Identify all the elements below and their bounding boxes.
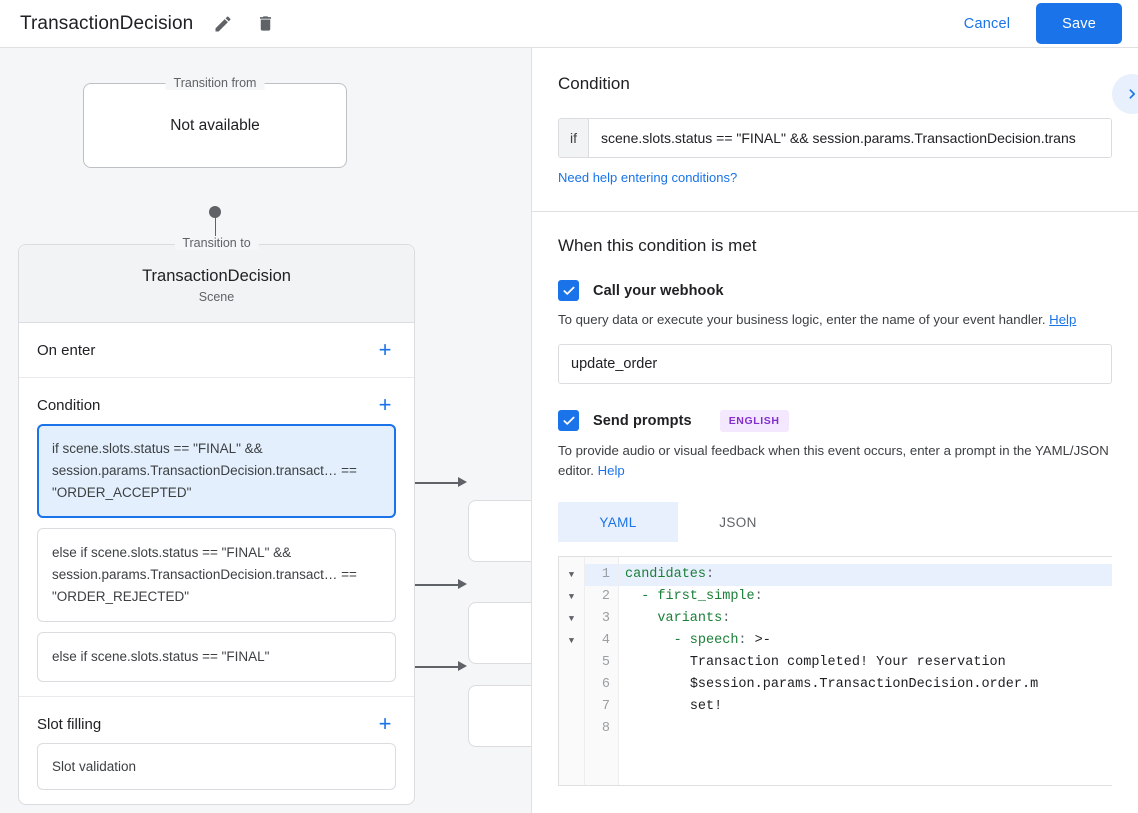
- fold-toggle-icon[interactable]: ▼: [568, 614, 575, 625]
- transition-from-box: Transition from Not available: [83, 76, 347, 168]
- prompts-help-link[interactable]: Help: [597, 462, 625, 478]
- prompts-helper-body: To provide audio or visual feedback when…: [558, 442, 1109, 478]
- editor-line-number: 2: [601, 589, 610, 605]
- condition-section: Condition if Need help entering conditio…: [532, 48, 1138, 212]
- fold-toggle-icon[interactable]: ▼: [568, 636, 575, 647]
- condition-heading: Condition: [558, 74, 630, 93]
- scene-type: Scene: [198, 290, 235, 304]
- editor-line-number: 3: [601, 611, 610, 627]
- send-prompts-label: Send prompts: [593, 412, 692, 429]
- scene-card: Transition to TransactionDecision Scene …: [18, 236, 415, 805]
- header-actions: Cancel Save: [950, 3, 1138, 44]
- webhook-helper-text: To query data or execute your business l…: [558, 310, 1112, 330]
- condition-expression-input[interactable]: [589, 119, 1111, 157]
- target-node-stub[interactable]: [468, 685, 531, 747]
- target-node-stub[interactable]: [468, 602, 531, 664]
- pencil-icon[interactable]: [211, 12, 235, 36]
- condition-help-link[interactable]: Need help entering conditions?: [558, 170, 738, 185]
- editor-code-line[interactable]: - speech: >-: [673, 633, 771, 649]
- add-condition-button[interactable]: +: [378, 392, 392, 417]
- webhook-row: Call your webhook: [558, 280, 1112, 301]
- tab-yaml[interactable]: YAML: [558, 502, 678, 543]
- section-title-slot-filling: Slot filling: [37, 715, 102, 733]
- slot-filling-list: Slot validation: [19, 743, 414, 804]
- editor-line-number: 5: [601, 655, 610, 671]
- editor-line-numbers: 1 2 3 4 5 6 7 8: [585, 557, 619, 786]
- editor-code-line[interactable]: $session.params.TransactionDecision.orde…: [689, 677, 1039, 693]
- if-label: if: [559, 119, 589, 157]
- editor-line-number: 1: [585, 564, 618, 587]
- webhook-helper-body: To query data or execute your business l…: [558, 312, 1046, 327]
- editor-code-line[interactable]: candidates:: [619, 564, 1112, 587]
- fold-spacer: [559, 696, 584, 718]
- editor-code-line[interactable]: set!: [689, 699, 723, 715]
- condition-item[interactable]: else if scene.slots.status == "FINAL": [37, 632, 396, 682]
- add-slot-filling-button[interactable]: +: [378, 711, 392, 736]
- editor-line-number: 4: [601, 633, 610, 649]
- fold-toggle-icon[interactable]: ▼: [568, 592, 575, 603]
- when-condition-met-section: When this condition is met Call your web…: [532, 212, 1138, 787]
- editor-fold-gutter[interactable]: ▼ ▼ ▼ ▼: [559, 557, 585, 786]
- condition-list: if scene.slots.status == "FINAL" && sess…: [19, 424, 414, 696]
- editor-code-line[interactable]: Transaction completed! Your reservation: [689, 655, 1006, 671]
- call-webhook-checkbox[interactable]: [558, 280, 579, 301]
- slot-validation-item[interactable]: Slot validation: [37, 743, 396, 790]
- fold-spacer: [559, 674, 584, 696]
- tab-json[interactable]: JSON: [678, 502, 798, 543]
- transition-from-value: Not available: [170, 116, 260, 134]
- editor-code-area[interactable]: candidates: - first_simple: variants: - …: [619, 557, 1112, 785]
- target-node-stub[interactable]: [468, 500, 531, 562]
- page-title: TransactionDecision: [20, 12, 194, 34]
- prompt-code-editor[interactable]: ▼ ▼ ▼ ▼ 1 2 3 4 5 6 7 8 candidates: - first_simple…: [558, 556, 1112, 787]
- call-webhook-label: Call your webhook: [593, 282, 724, 299]
- cancel-button[interactable]: Cancel: [950, 6, 1024, 42]
- webhook-help-link[interactable]: Help: [1049, 312, 1077, 327]
- section-condition: Condition + if scene.slots.status == "FI…: [19, 378, 414, 697]
- when-condition-met-heading: When this condition is met: [558, 236, 757, 255]
- editor-format-tabs: YAML JSON: [558, 502, 1112, 543]
- editor-code-line[interactable]: variants:: [657, 611, 731, 627]
- editor-code-line[interactable]: - first_simple:: [641, 589, 763, 605]
- section-on-enter: On enter +: [19, 323, 414, 378]
- details-panel: Condition if Need help entering conditio…: [531, 48, 1138, 813]
- editor-line-number: 7: [601, 699, 610, 715]
- prompts-row: Send prompts ENGLISH: [558, 409, 1112, 432]
- scene-name: TransactionDecision: [142, 267, 291, 285]
- scene-card-header[interactable]: Transition to TransactionDecision Scene: [19, 236, 414, 323]
- fold-spacer: [559, 652, 584, 674]
- section-title-condition: Condition: [37, 396, 101, 414]
- section-title-on-enter: On enter: [37, 341, 96, 359]
- language-badge: ENGLISH: [719, 409, 789, 432]
- editor-line-number: 8: [601, 721, 610, 737]
- chevron-right-icon[interactable]: [1112, 74, 1138, 114]
- save-button[interactable]: Save: [1036, 3, 1122, 44]
- trash-icon[interactable]: [253, 12, 277, 36]
- fold-spacer: [559, 718, 584, 740]
- fold-toggle-icon[interactable]: ▼: [568, 570, 575, 581]
- editor-code-line[interactable]: [619, 718, 1112, 740]
- transition-from-legend: Transition from: [165, 76, 265, 90]
- section-slot-filling: Slot filling + Slot validation: [19, 697, 414, 804]
- condition-if-row: if: [558, 118, 1112, 158]
- scene-graph-canvas[interactable]: Transition from Not available: [0, 48, 531, 813]
- webhook-handler-input[interactable]: [558, 343, 1112, 384]
- add-on-enter-button[interactable]: +: [378, 337, 392, 362]
- editor-line-number: 6: [601, 677, 610, 693]
- transition-to-legend: Transition to: [174, 236, 259, 250]
- condition-item[interactable]: else if scene.slots.status == "FINAL" &&…: [37, 528, 396, 622]
- send-prompts-checkbox[interactable]: [558, 410, 579, 432]
- prompts-helper-text: To provide audio or visual feedback when…: [558, 441, 1112, 481]
- app-header: TransactionDecision Cancel Save: [0, 0, 1138, 48]
- condition-item[interactable]: if scene.slots.status == "FINAL" && sess…: [37, 424, 396, 518]
